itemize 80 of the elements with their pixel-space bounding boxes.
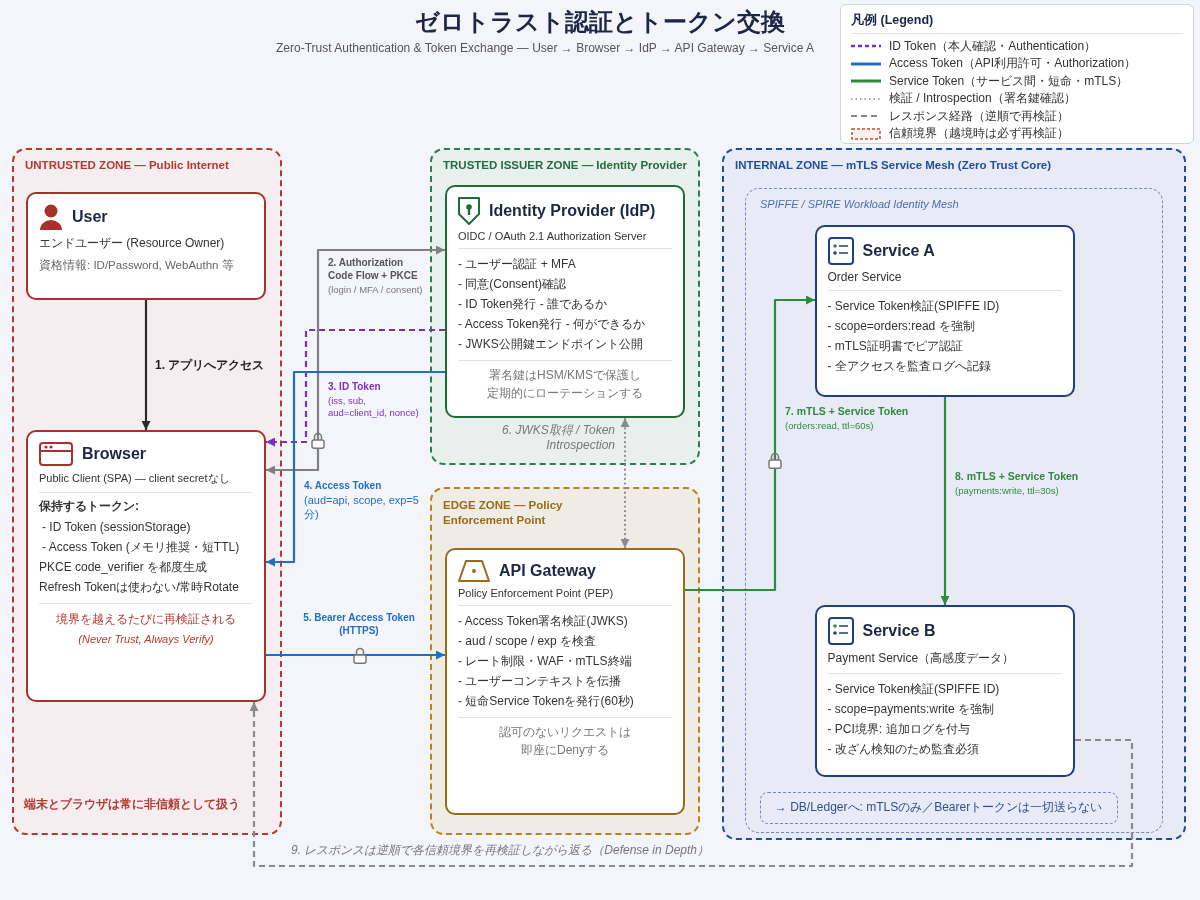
list-item: - JWKS公開鍵エンドポイント公開 xyxy=(458,336,643,353)
card-title: Browser xyxy=(82,445,147,463)
list-item: - ID Token発行 - 誰であるか xyxy=(458,296,608,313)
list-item: - 改ざん検知のため監査必須 xyxy=(827,740,979,758)
zone-title: EDGE ZONE — Policy Enforcement Point xyxy=(443,498,564,528)
card-title: Identity Provider (IdP) xyxy=(489,202,656,220)
zone-title: INTERNAL ZONE — mTLS Service Mesh (Zero Trust Core) xyxy=(735,159,1052,171)
list-item: - Service Token検証(SPIFFE ID) xyxy=(827,297,1000,315)
list-item: - 全アクセスを監査ログへ記録 xyxy=(827,357,991,375)
legend-text: ID Token（本人確認・Authentication） xyxy=(889,37,1097,55)
page-title: ゼロトラスト認証とトークン交換 xyxy=(415,7,785,37)
card-subtitle: エンドユーザー (Resource Owner) xyxy=(39,235,225,252)
list-item: - ユーザー認証 + MFA xyxy=(458,256,576,273)
legend-text: 検証 / Introspection（署名鍵確認） xyxy=(889,90,1076,107)
list-item: - mTLS証明書でピア認証 xyxy=(827,337,963,355)
card-subtitle: Order Service xyxy=(827,269,902,284)
card-subtitle: OIDC / OAuth 2.1 Authorization Server xyxy=(458,230,647,242)
double-arrow xyxy=(266,245,445,475)
list-item: - aud / scope / exp を検査 xyxy=(458,633,597,650)
zone-title: TRUSTED ISSUER ZONE — Identity Provider xyxy=(443,159,688,171)
edge-note: (payments:write, ttl=30s) xyxy=(953,485,1061,497)
list-item: - Service Token検証(SPIFFE ID) xyxy=(827,680,1000,698)
arrow xyxy=(266,370,445,567)
edge-note: (orders:read, ttl=60s) xyxy=(783,420,876,432)
warning-text: 境界を越えるたびに再検証される xyxy=(56,611,236,628)
edge-note: (login / MFA / consent) xyxy=(326,284,425,296)
list-item: Refresh Tokenは使わない/常時Rotate xyxy=(39,579,239,596)
user-card xyxy=(26,192,266,300)
legend-title: 凡例 (Legend) xyxy=(851,12,934,29)
browser-card xyxy=(26,430,266,702)
arrow xyxy=(266,650,445,660)
dotted-zone xyxy=(745,188,1163,833)
note-text: → DB/Ledgerへ: mTLSのみ／Bearerトークンは一切送らない xyxy=(774,799,1103,816)
arrow xyxy=(940,397,950,605)
legend-text: Access Token（API利用許可・Authorization） xyxy=(889,55,1137,72)
arrow xyxy=(266,328,445,447)
idp-card xyxy=(445,185,685,418)
list-item: PKCE code_verifier を都度生成 xyxy=(39,559,208,576)
legend-text: レスポンス経路（逆順で再検証） xyxy=(889,107,1069,125)
arrow xyxy=(249,702,1134,868)
dashed-zone xyxy=(12,148,282,835)
list-item: - レート制限・WAF・mTLS終端 xyxy=(458,653,632,670)
card-title: User xyxy=(72,208,108,226)
service-card xyxy=(814,604,1075,777)
card-subtitle: Policy Enforcement Point (PEP) xyxy=(458,587,614,599)
list-heading: 保持するトークン: xyxy=(39,498,139,515)
list-item: - Access Token (メモリ推奨・短TTL) xyxy=(42,539,240,556)
dashed-zone xyxy=(722,148,1186,840)
legend-text: 信頼境界（越境時は必ず再検証） xyxy=(889,125,1069,142)
list-item: - ユーザーコンテキストを伝播 xyxy=(458,673,622,690)
dashed-zone xyxy=(430,148,700,465)
arrow xyxy=(141,300,151,430)
list-item: - scope=payments:write を強制 xyxy=(827,700,994,718)
card-title: Service B xyxy=(862,621,936,640)
list-item: - 短命Service Tokenを発行(60秒) xyxy=(458,693,634,710)
list-item: - ID Token (sessionStorage) xyxy=(42,519,191,536)
gateway-card xyxy=(445,548,685,815)
warning-text: (Never Trust, Always Verify) xyxy=(78,632,214,647)
zone-title: UNTRUSTED ZONE — Public Internet xyxy=(25,159,229,171)
list-item: - 同意(Consent)確認 xyxy=(458,276,567,293)
list-item: - Access Token発行 - 何ができるか xyxy=(458,316,646,333)
zone-title: SPIFFE / SPIRE Workload Identity Mesh xyxy=(760,198,959,210)
double-arrow xyxy=(620,416,630,550)
list-item: - scope=orders:read を強制 xyxy=(827,317,975,335)
card-note: 資格情報: ID/Password, WebAuthn 等 xyxy=(39,258,234,273)
page-subtitle: Zero-Trust Authentication & Token Exchange — User → Browser → IdP → API Gateway → Service A xyxy=(276,41,814,55)
list-item: - PCI境界: 追加ログを付与 xyxy=(827,720,970,738)
list-item: - Access Token署名検証(JWKS) xyxy=(458,613,628,630)
card-subtitle: Payment Service（高感度データ） xyxy=(827,649,1015,667)
legend-text: Service Token（サービス間・短命・mTLS） xyxy=(889,72,1129,90)
card-subtitle: Public Client (SPA) — client secretなし xyxy=(39,471,230,486)
card-note: 認可のないリクエストは即座にDenyする xyxy=(498,724,632,759)
dashed-zone xyxy=(430,487,700,835)
arrow xyxy=(685,295,815,592)
card-title: Service A xyxy=(862,241,935,260)
card-note: 署名鍵はHSM/KMSで保護し定期的にローテーションする xyxy=(486,367,644,402)
card-title: API Gateway xyxy=(499,562,596,580)
service-card xyxy=(814,224,1075,397)
zone-note: 端末とブラウザは常に非信頼として扱う xyxy=(24,796,240,813)
dashed-box xyxy=(759,791,1118,824)
